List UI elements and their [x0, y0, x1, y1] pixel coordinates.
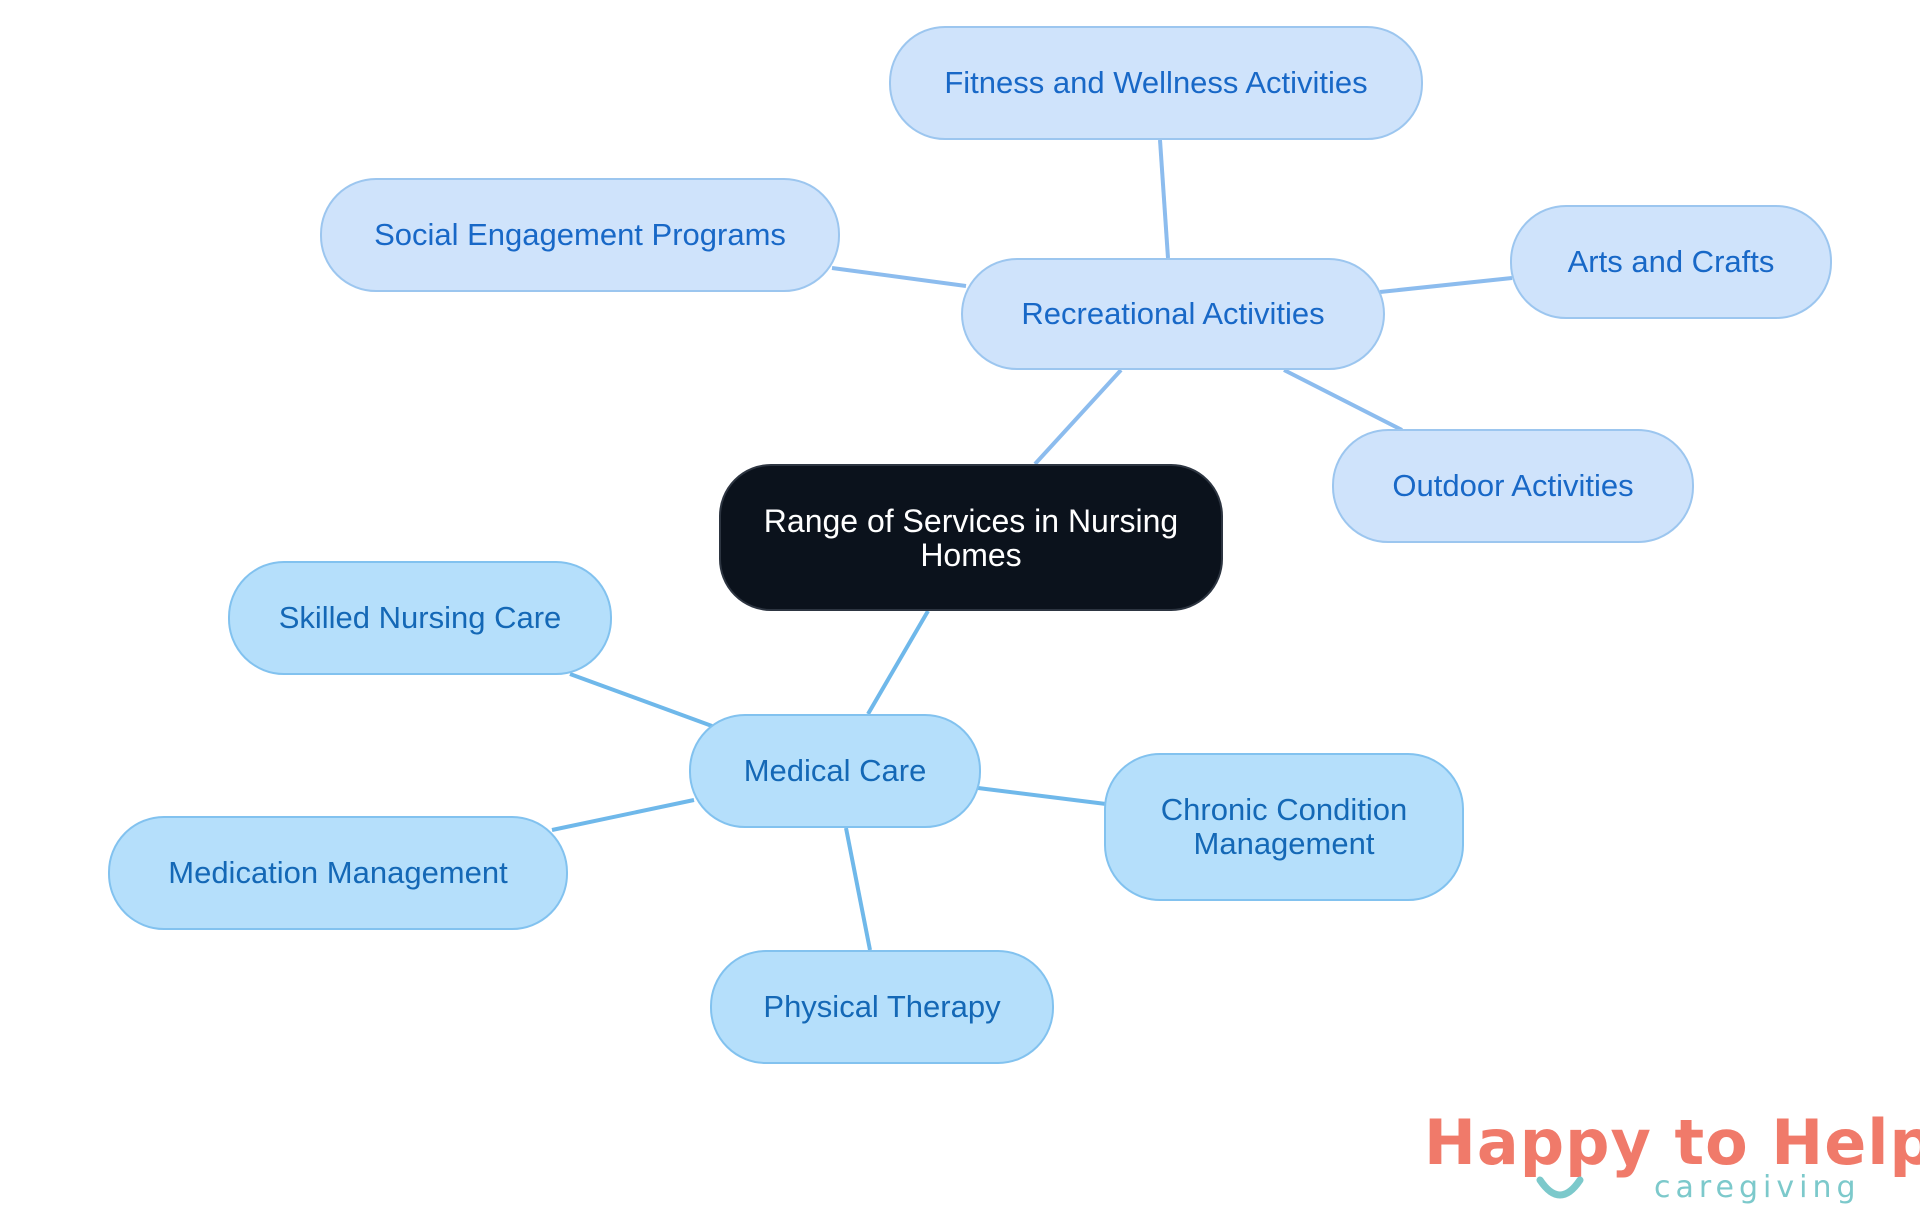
node-arts-crafts: Arts and Crafts [1510, 205, 1832, 319]
edge-recreational-social [831, 266, 967, 288]
central-node-label: Range of Services in Nursing Homes [763, 502, 1179, 573]
node-chronic-condition: Chronic Condition Management [1104, 753, 1464, 901]
node-social-engagement-label: Social Engagement Programs [374, 217, 786, 252]
edge-central-recreational [1033, 368, 1123, 466]
edge-recreational-outdoor [1283, 368, 1403, 432]
central-node: Range of Services in Nursing Homes [719, 464, 1223, 611]
edge-medical-physical [844, 827, 872, 951]
brand-logo: Happy to Help caregiving [1424, 1108, 1920, 1208]
node-skilled-nursing-label: Skilled Nursing Care [278, 600, 562, 635]
edge-medical-medication [551, 798, 695, 832]
node-outdoor-activities: Outdoor Activities [1332, 429, 1694, 543]
node-arts-crafts-label: Arts and Crafts [1567, 244, 1775, 279]
node-fitness-wellness: Fitness and Wellness Activities [889, 26, 1423, 140]
edge-medical-skilled [569, 672, 713, 728]
node-physical-therapy-label: Physical Therapy [763, 989, 1001, 1024]
node-physical-therapy: Physical Therapy [710, 950, 1054, 1064]
edge-recreational-arts [1379, 276, 1513, 294]
logo-tagline: caregiving [1654, 1170, 1861, 1205]
node-fitness-wellness-label: Fitness and Wellness Activities [944, 65, 1368, 100]
logo-wordmark: Happy to Help [1424, 1108, 1920, 1178]
node-recreational-activities: Recreational Activities [961, 258, 1385, 370]
edge-recreational-fitness [1158, 139, 1170, 259]
node-medical-care-label: Medical Care [743, 753, 927, 788]
edge-medical-chronic [977, 786, 1107, 806]
node-chronic-condition-label: Chronic Condition Management [1160, 792, 1408, 861]
node-recreational-activities-label: Recreational Activities [1021, 296, 1325, 331]
smile-icon [1536, 1176, 1584, 1199]
logo-text: Happy to Help [1424, 1106, 1920, 1179]
node-medical-care: Medical Care [689, 714, 981, 828]
edge-central-medical [866, 609, 930, 716]
node-medication-management: Medication Management [108, 816, 568, 930]
node-outdoor-activities-label: Outdoor Activities [1392, 468, 1634, 503]
node-skilled-nursing: Skilled Nursing Care [228, 561, 612, 675]
node-social-engagement: Social Engagement Programs [320, 178, 840, 292]
node-medication-management-label: Medication Management [168, 855, 508, 890]
